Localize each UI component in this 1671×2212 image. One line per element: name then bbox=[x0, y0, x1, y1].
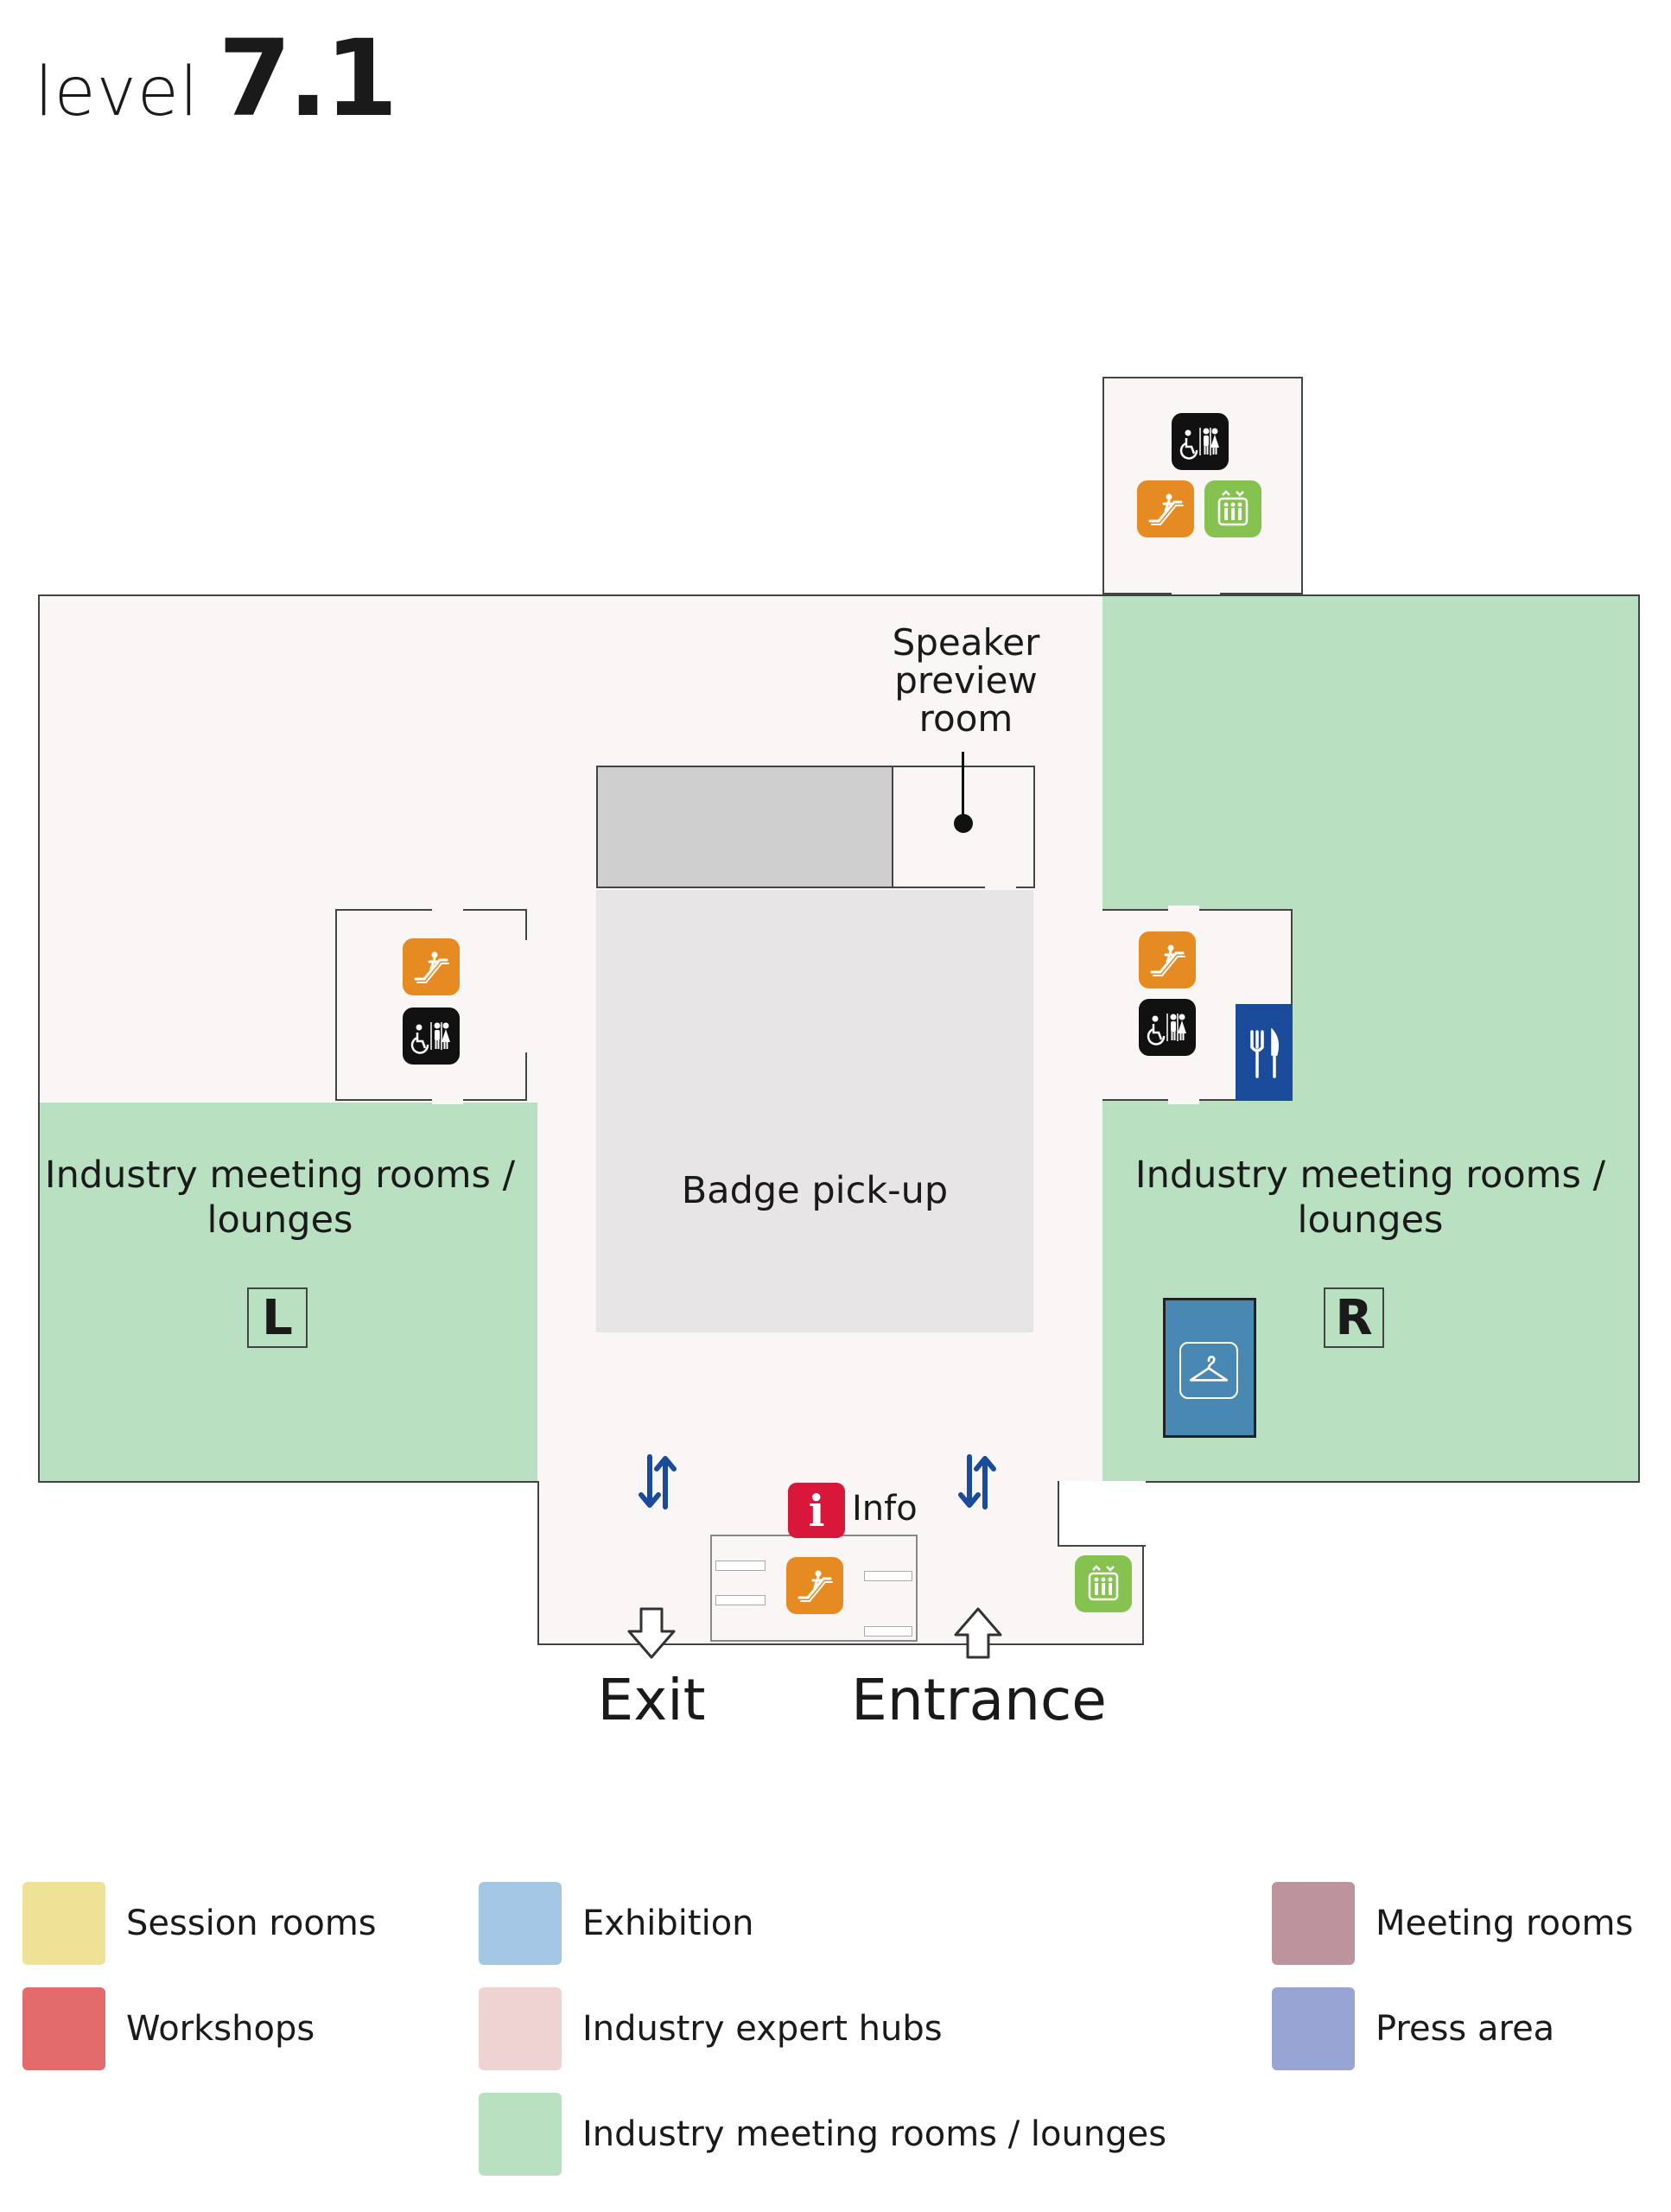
grey-room bbox=[596, 766, 893, 888]
legend-swatch-industry-expert-hubs bbox=[479, 1987, 562, 2070]
legend-swatch-meeting-rooms bbox=[1272, 1882, 1355, 1965]
escalator-icon bbox=[1137, 480, 1194, 537]
speaker-pointer-line bbox=[962, 752, 964, 821]
exit-label: Exit bbox=[597, 1667, 706, 1733]
info-icon: i bbox=[788, 1483, 845, 1538]
left-lounge-area bbox=[40, 1103, 537, 1481]
legend-swatch-industry-meeting-rooms bbox=[479, 2093, 562, 2176]
legend-industry-meeting-rooms: Industry meeting rooms / lounges bbox=[582, 2114, 1167, 2154]
restaurant-panel bbox=[1236, 1004, 1293, 1101]
top-utility-block bbox=[1102, 377, 1303, 594]
toilets-icon bbox=[1172, 413, 1229, 470]
toilets-icon bbox=[1139, 999, 1196, 1056]
up-down-arrows-icon bbox=[639, 1454, 677, 1510]
left-utility-gap-bottom bbox=[432, 1097, 463, 1104]
legend-swatch-exhibition bbox=[479, 1882, 562, 1965]
entrance-gap-mid bbox=[727, 1478, 942, 1484]
right-utility-gap-top bbox=[1168, 906, 1199, 912]
legend-meeting-rooms: Meeting rooms bbox=[1376, 1904, 1634, 1943]
speaker-room-door bbox=[985, 885, 1016, 892]
up-down-arrows-icon bbox=[958, 1454, 996, 1510]
cloakroom-panel bbox=[1163, 1298, 1256, 1438]
left-utility-gap-top bbox=[432, 906, 463, 912]
entrance-arrow-icon bbox=[954, 1607, 1002, 1659]
escalator-icon bbox=[403, 938, 460, 995]
escalator-step-1 bbox=[715, 1560, 766, 1571]
escalator-icon bbox=[786, 1557, 843, 1614]
lift-icon bbox=[1075, 1555, 1132, 1612]
entrance-label: Entrance bbox=[851, 1667, 1107, 1733]
level-title: level 7.1 bbox=[35, 17, 398, 140]
legend-press-area: Press area bbox=[1376, 2009, 1555, 2049]
restaurant-icon bbox=[1250, 1028, 1280, 1078]
level-word: level bbox=[35, 54, 200, 131]
toilets-icon bbox=[403, 1007, 460, 1065]
speaker-pointer-dot bbox=[954, 814, 973, 833]
cloakroom-icon bbox=[1179, 1342, 1238, 1399]
right-marker: R bbox=[1324, 1287, 1384, 1348]
escalator-step-2 bbox=[715, 1595, 766, 1605]
entrance-inner-cut bbox=[1058, 1481, 1146, 1547]
right-lounge-label: Industry meeting rooms / lounges bbox=[1134, 1154, 1606, 1242]
left-marker: L bbox=[247, 1287, 308, 1348]
legend-workshops: Workshops bbox=[126, 2009, 315, 2049]
legend-industry-expert-hubs: Industry expert hubs bbox=[582, 2009, 943, 2049]
info-label: Info bbox=[852, 1489, 918, 1529]
badge-pickup-area bbox=[596, 890, 1033, 1332]
left-lounge-label: Industry meeting rooms / lounges bbox=[44, 1154, 516, 1242]
escalator-icon bbox=[1139, 931, 1196, 988]
right-utility-gap-bottom bbox=[1168, 1097, 1199, 1104]
entrance-gap-right bbox=[940, 1478, 1014, 1484]
legend-exhibition: Exhibition bbox=[582, 1904, 754, 1943]
left-utility-gap-right bbox=[524, 940, 531, 1052]
level-number: 7.1 bbox=[218, 17, 397, 140]
legend-swatch-session-rooms bbox=[22, 1882, 105, 1965]
escalator-step-4 bbox=[864, 1626, 912, 1637]
lift-icon bbox=[1204, 480, 1261, 537]
badge-pickup-label: Badge pick-up bbox=[681, 1169, 949, 1212]
exit-arrow-icon bbox=[627, 1607, 676, 1659]
legend-session-rooms: Session rooms bbox=[126, 1904, 377, 1943]
escalator-step-3 bbox=[864, 1571, 912, 1581]
legend-swatch-press-area bbox=[1272, 1987, 1355, 2070]
legend-swatch-workshops bbox=[22, 1987, 105, 2070]
speaker-preview-label: Speaker preview room bbox=[892, 621, 1040, 740]
